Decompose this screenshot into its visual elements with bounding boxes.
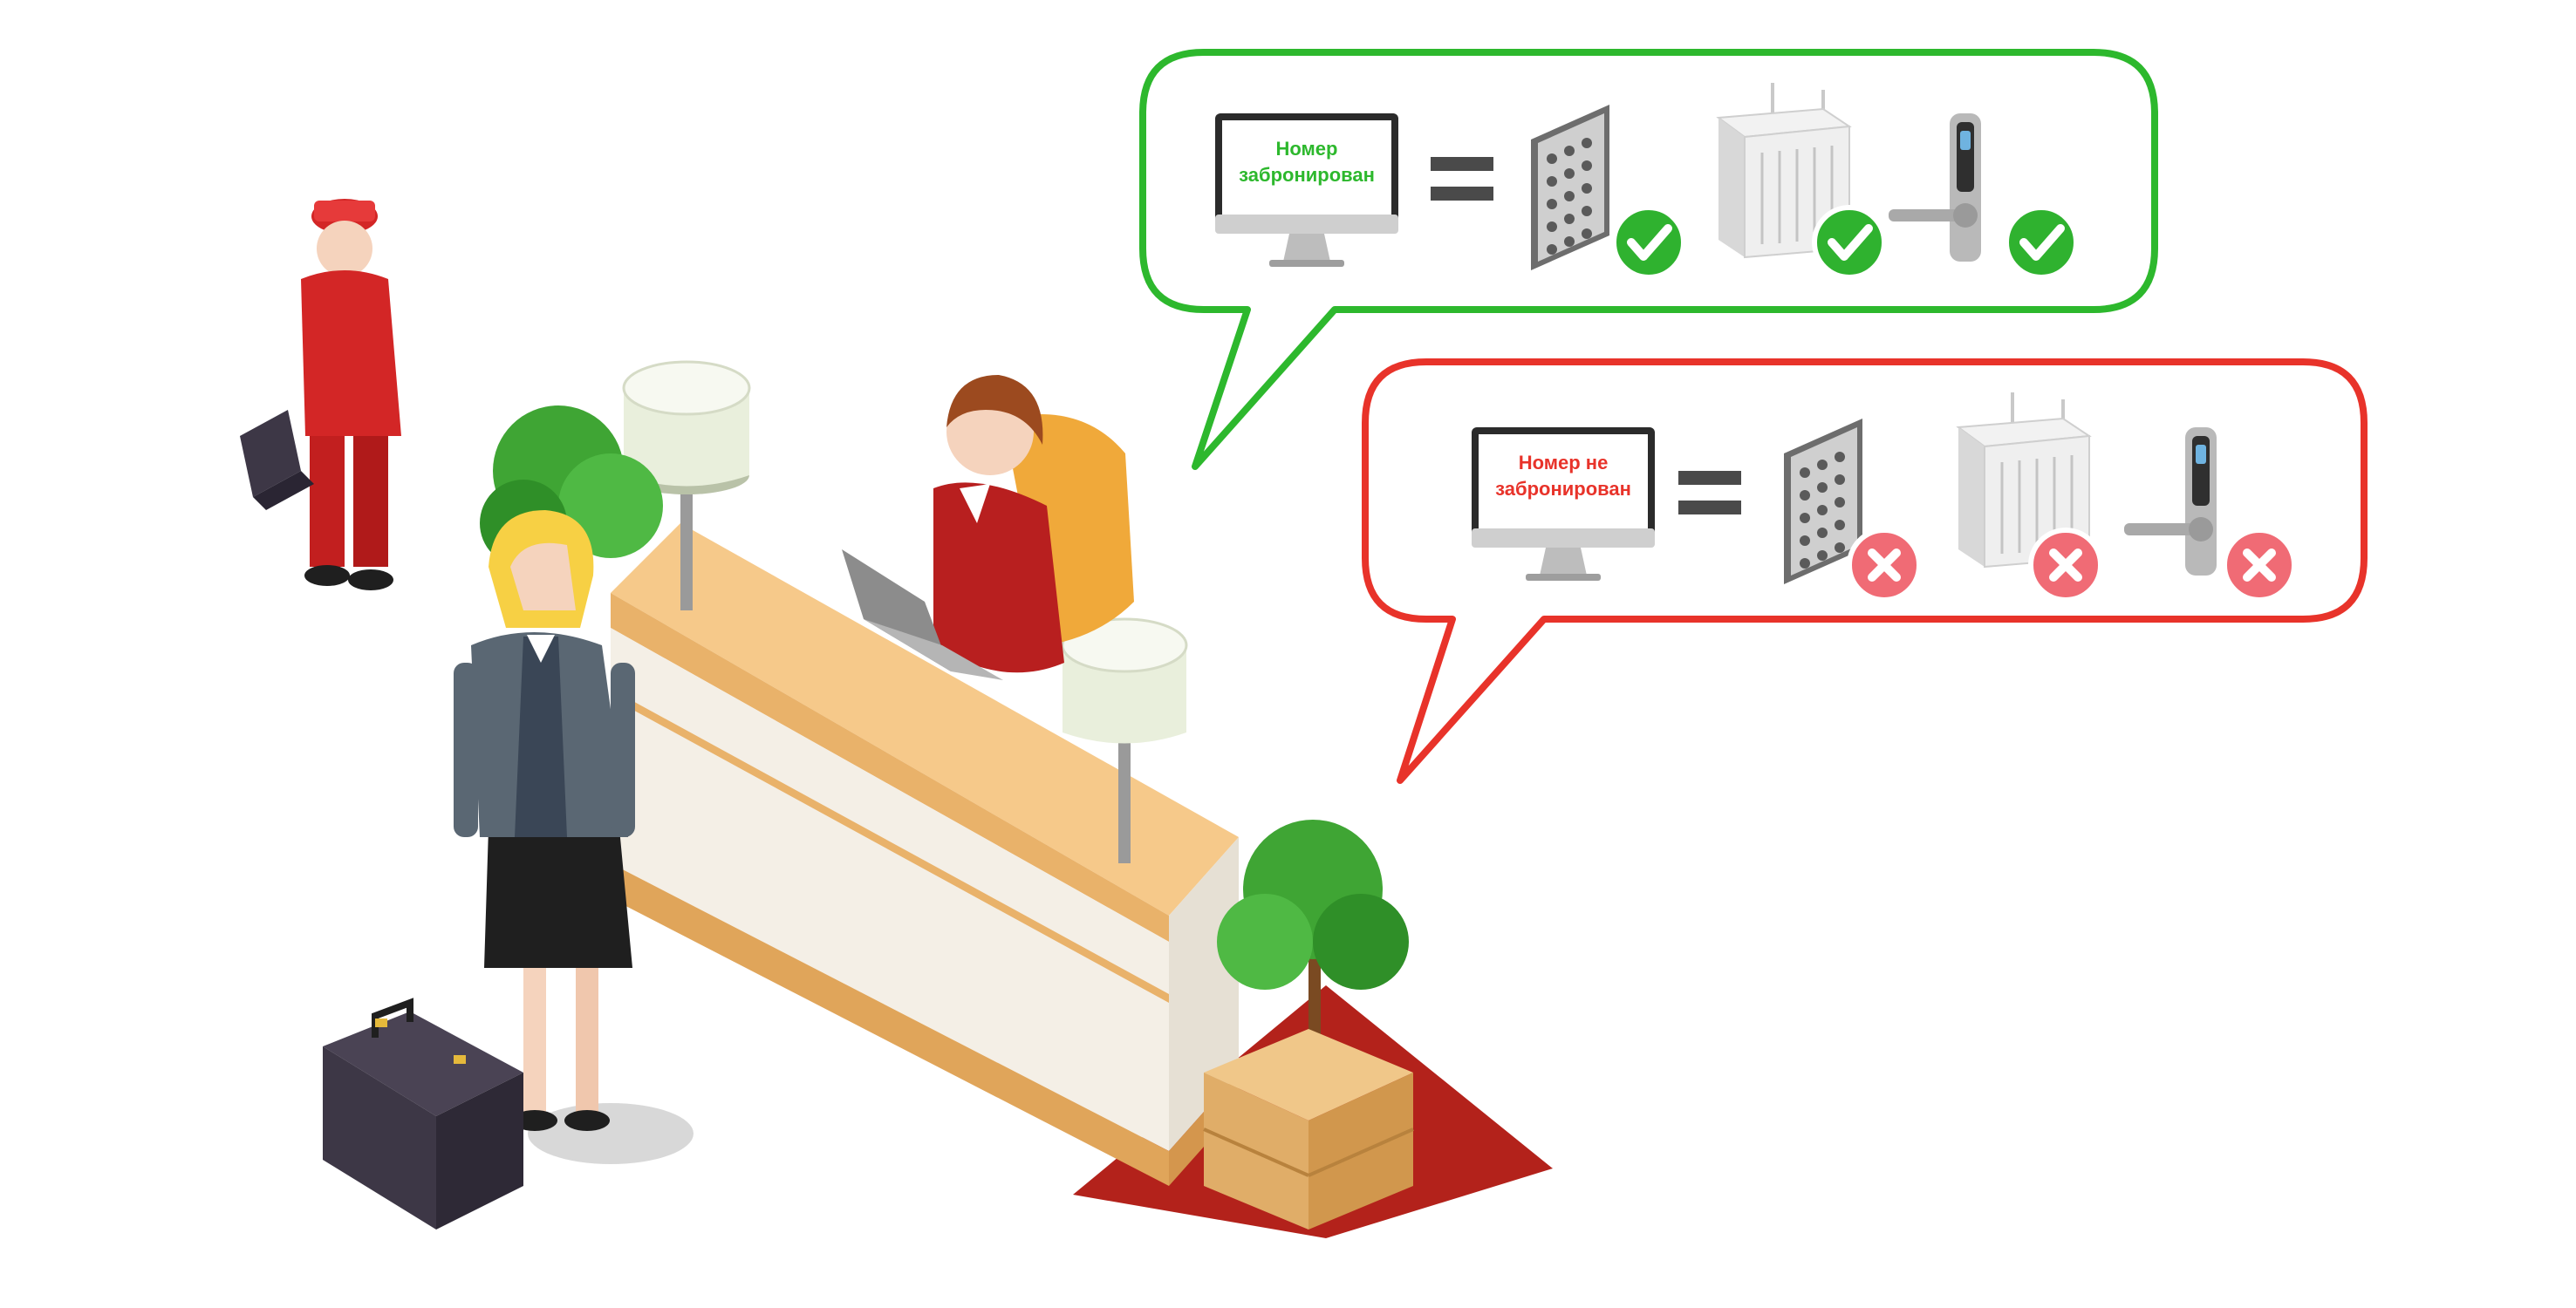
booked-bubble: Номер забронирован — [1139, 49, 2158, 470]
not-booked-cross-icon-2 — [2031, 530, 2101, 600]
lamp-left — [622, 360, 751, 610]
bellhop-suitcase — [240, 410, 314, 510]
booked-monitor-line1: Номер — [1276, 138, 1338, 160]
bellhop — [240, 199, 401, 590]
receptionist — [842, 375, 1134, 680]
booked-check-icon-2 — [1814, 208, 1884, 277]
guest-woman — [454, 510, 694, 1164]
not-booked-monitor-line2: забронирован — [1495, 478, 1631, 500]
booked-monitor-line2: забронирован — [1239, 164, 1375, 186]
not-booked-monitor-line1: Номер не — [1519, 452, 1609, 473]
booked-check-icon-3 — [2006, 208, 2076, 277]
booked-check-icon — [1614, 208, 1684, 277]
not-booked-cross-icon-3 — [2224, 530, 2294, 600]
reception-desk — [611, 523, 1239, 1186]
booked-monitor: Номер забронирован — [1215, 113, 1398, 267]
not-booked-monitor: Номер не забронирован — [1472, 427, 1655, 581]
lamp-right — [1061, 617, 1188, 863]
not-booked-cross-icon — [1849, 530, 1919, 600]
guest-suitcase — [323, 998, 523, 1230]
plant-right — [1203, 820, 1414, 1230]
not-booked-bubble: Номер не забронирован — [1362, 358, 2368, 784]
